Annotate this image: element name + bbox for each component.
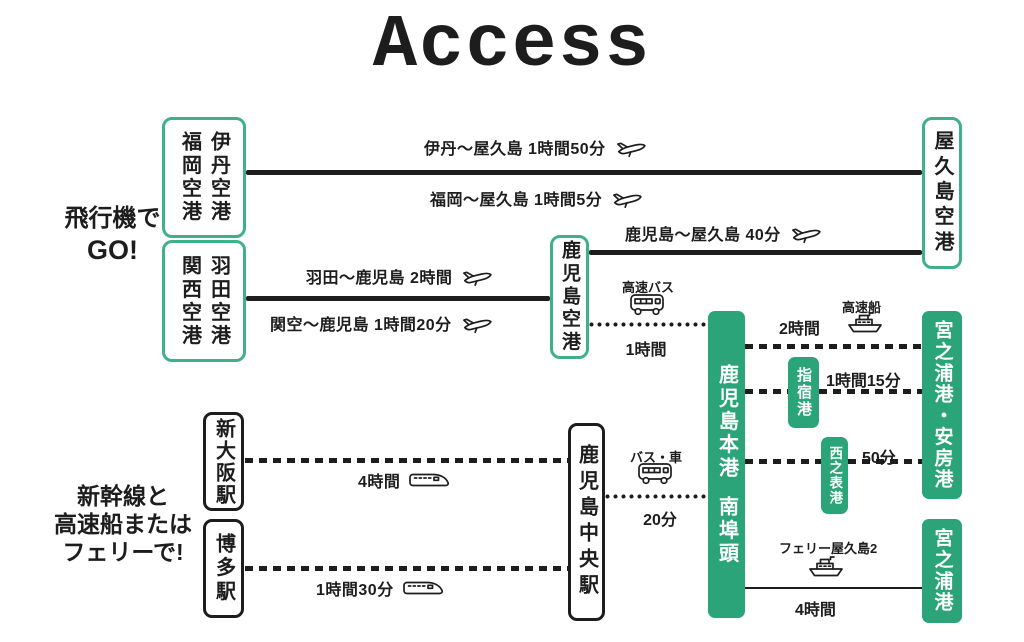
node-itami-fukuoka-airports: 伊丹空港 福岡空港 <box>162 117 246 238</box>
route-label-shinkansen-hakata: 1時間30分 <box>316 576 444 600</box>
route-text-itami-yakushima: 伊丹〜屋久島 1時間50分 <box>424 141 606 158</box>
route-line-ferry <box>745 587 922 589</box>
route-label-itami-yakushima: 伊丹〜屋久島 1時間50分 <box>424 134 648 160</box>
route-label-kanku-kagoshima: 関空〜鹿児島 1時間20分 <box>270 310 494 336</box>
node-label-miyanoura-port: 宮之浦港 <box>931 528 953 614</box>
route-label-ferry: フェリー屋久島2 <box>779 541 878 556</box>
node-label-kagoshima-airport: 鹿児島空港 <box>559 240 580 354</box>
node-label-kagoshima-port-main: 鹿児島本港 <box>715 363 738 480</box>
node-label-hakata-station: 博多駅 <box>212 533 235 604</box>
route-line-shinkansen-shin-osaka <box>245 458 568 463</box>
node-kagoshima-airport: 鹿児島空港 <box>550 235 589 359</box>
air-section-label: 飛行機で GO! <box>40 204 185 268</box>
node-haneda-kansai-airports: 羽田空港 関西空港 <box>162 240 246 362</box>
node-label-itami-airport: 伊丹空港 <box>207 131 230 224</box>
route-label-speedboat: 高速船 <box>842 300 882 315</box>
route-label-kagoshima-yakushima: 鹿児島〜屋久島 40分 <box>625 220 823 246</box>
route-line-highway-bus <box>589 322 708 327</box>
route-label-fukuoka-yakushima: 福岡〜屋久島 1時間5分 <box>430 185 644 211</box>
route-text-fukuoka-yakushima: 福岡〜屋久島 1時間5分 <box>430 192 603 209</box>
node-label-kagoshima-chuo-station: 鹿児島中央駅 <box>575 444 598 600</box>
ground-section-label: 新幹線と 高速船または フェリーで! <box>38 482 208 566</box>
node-label-shin-osaka-station: 新大阪駅 <box>212 417 235 506</box>
route-time-ferry: 4時間 <box>795 602 836 619</box>
airplane-icon <box>791 228 821 244</box>
ship-icon <box>809 556 843 577</box>
route-line-speedboat <box>745 344 922 349</box>
node-kagoshima-chuo-station: 鹿児島中央駅 <box>568 423 605 621</box>
route-label-haneda-kagoshima: 羽田〜鹿児島 2時間 <box>306 263 494 289</box>
route-line-to-ibusuki <box>745 389 788 394</box>
route-time-via-nishinoomote: 50分 <box>862 450 896 467</box>
route-text-kagoshima-yakushima: 鹿児島〜屋久島 40分 <box>625 227 781 244</box>
route-line-airports-to-kagoshima <box>246 296 550 301</box>
ground-section-line3: フェリーで! <box>62 539 184 566</box>
node-label-haneda-airport: 羽田空港 <box>207 254 230 348</box>
air-section-line2: GO! <box>87 235 138 265</box>
node-kagoshima-port: 鹿児島本港 南埠頭 <box>708 311 745 618</box>
node-yakushima-airport: 屋久島空港 <box>922 117 962 269</box>
airplane-icon <box>616 142 646 158</box>
route-line-from-ibusuki <box>819 389 922 394</box>
node-label-nishinoomote-port: 西之表港 <box>827 445 843 506</box>
ship-icon <box>848 312 882 333</box>
route-line-to-nishinoomote <box>745 459 821 464</box>
node-nishinoomote-port: 西之表港 <box>821 437 848 514</box>
air-section-line1: 飛行機で <box>64 205 161 232</box>
route-line-kagoshima-to-yakushima <box>589 250 922 255</box>
shinkansen-icon <box>402 581 443 595</box>
node-label-miyanoura-anbo-port: 宮之浦港・安房港 <box>931 319 953 491</box>
route-text-haneda-kagoshima: 羽田〜鹿児島 2時間 <box>306 270 453 287</box>
node-hakata-station: 博多駅 <box>203 519 244 618</box>
node-miyanoura-port: 宮之浦港 <box>922 519 962 623</box>
airplane-icon <box>462 318 492 334</box>
node-ibusuki-port: 指宿港 <box>788 357 819 428</box>
node-label-fukuoka-airport: 福岡空港 <box>178 131 201 224</box>
route-label-highway-bus: 高速バス <box>621 280 674 295</box>
node-label-kansai-airport: 関西空港 <box>178 254 201 348</box>
page-title: Access <box>372 4 652 88</box>
route-time-bus-car: 20分 <box>643 512 677 529</box>
ground-section-line1: 新幹線と <box>77 483 169 509</box>
bus-icon <box>630 294 664 316</box>
route-time-via-ibusuki: 1時間15分 <box>826 373 901 390</box>
node-miyanoura-anbo-port: 宮之浦港・安房港 <box>922 311 962 499</box>
airplane-icon <box>463 271 493 287</box>
bus-icon <box>638 463 672 485</box>
route-line-from-nishinoomote <box>848 459 922 464</box>
node-shin-osaka-station: 新大阪駅 <box>203 412 244 511</box>
node-label-kagoshima-port-sub: 南埠頭 <box>715 495 738 566</box>
route-label-bus-car: バス・車 <box>629 450 682 465</box>
node-label-yakushima-airport: 屋久島空港 <box>931 130 953 256</box>
ground-section-line2: 高速船または <box>54 511 192 538</box>
route-time-shinkansen-shin-osaka: 4時間 <box>358 474 401 491</box>
route-time-speedboat: 2時間 <box>779 321 820 338</box>
shinkansen-icon <box>409 473 450 487</box>
route-label-shinkansen-shin-osaka: 4時間 <box>358 468 450 492</box>
route-line-bus-car <box>605 494 708 499</box>
route-text-kanku-kagoshima: 関空〜鹿児島 1時間20分 <box>270 317 452 334</box>
node-label-ibusuki-port: 指宿港 <box>795 367 812 418</box>
route-line-airports-to-yakushima <box>246 170 922 175</box>
route-line-shinkansen-hakata <box>245 566 568 571</box>
route-time-shinkansen-hakata: 1時間30分 <box>316 582 394 599</box>
route-time-highway-bus: 1時間 <box>625 342 667 359</box>
airplane-icon <box>613 193 642 209</box>
